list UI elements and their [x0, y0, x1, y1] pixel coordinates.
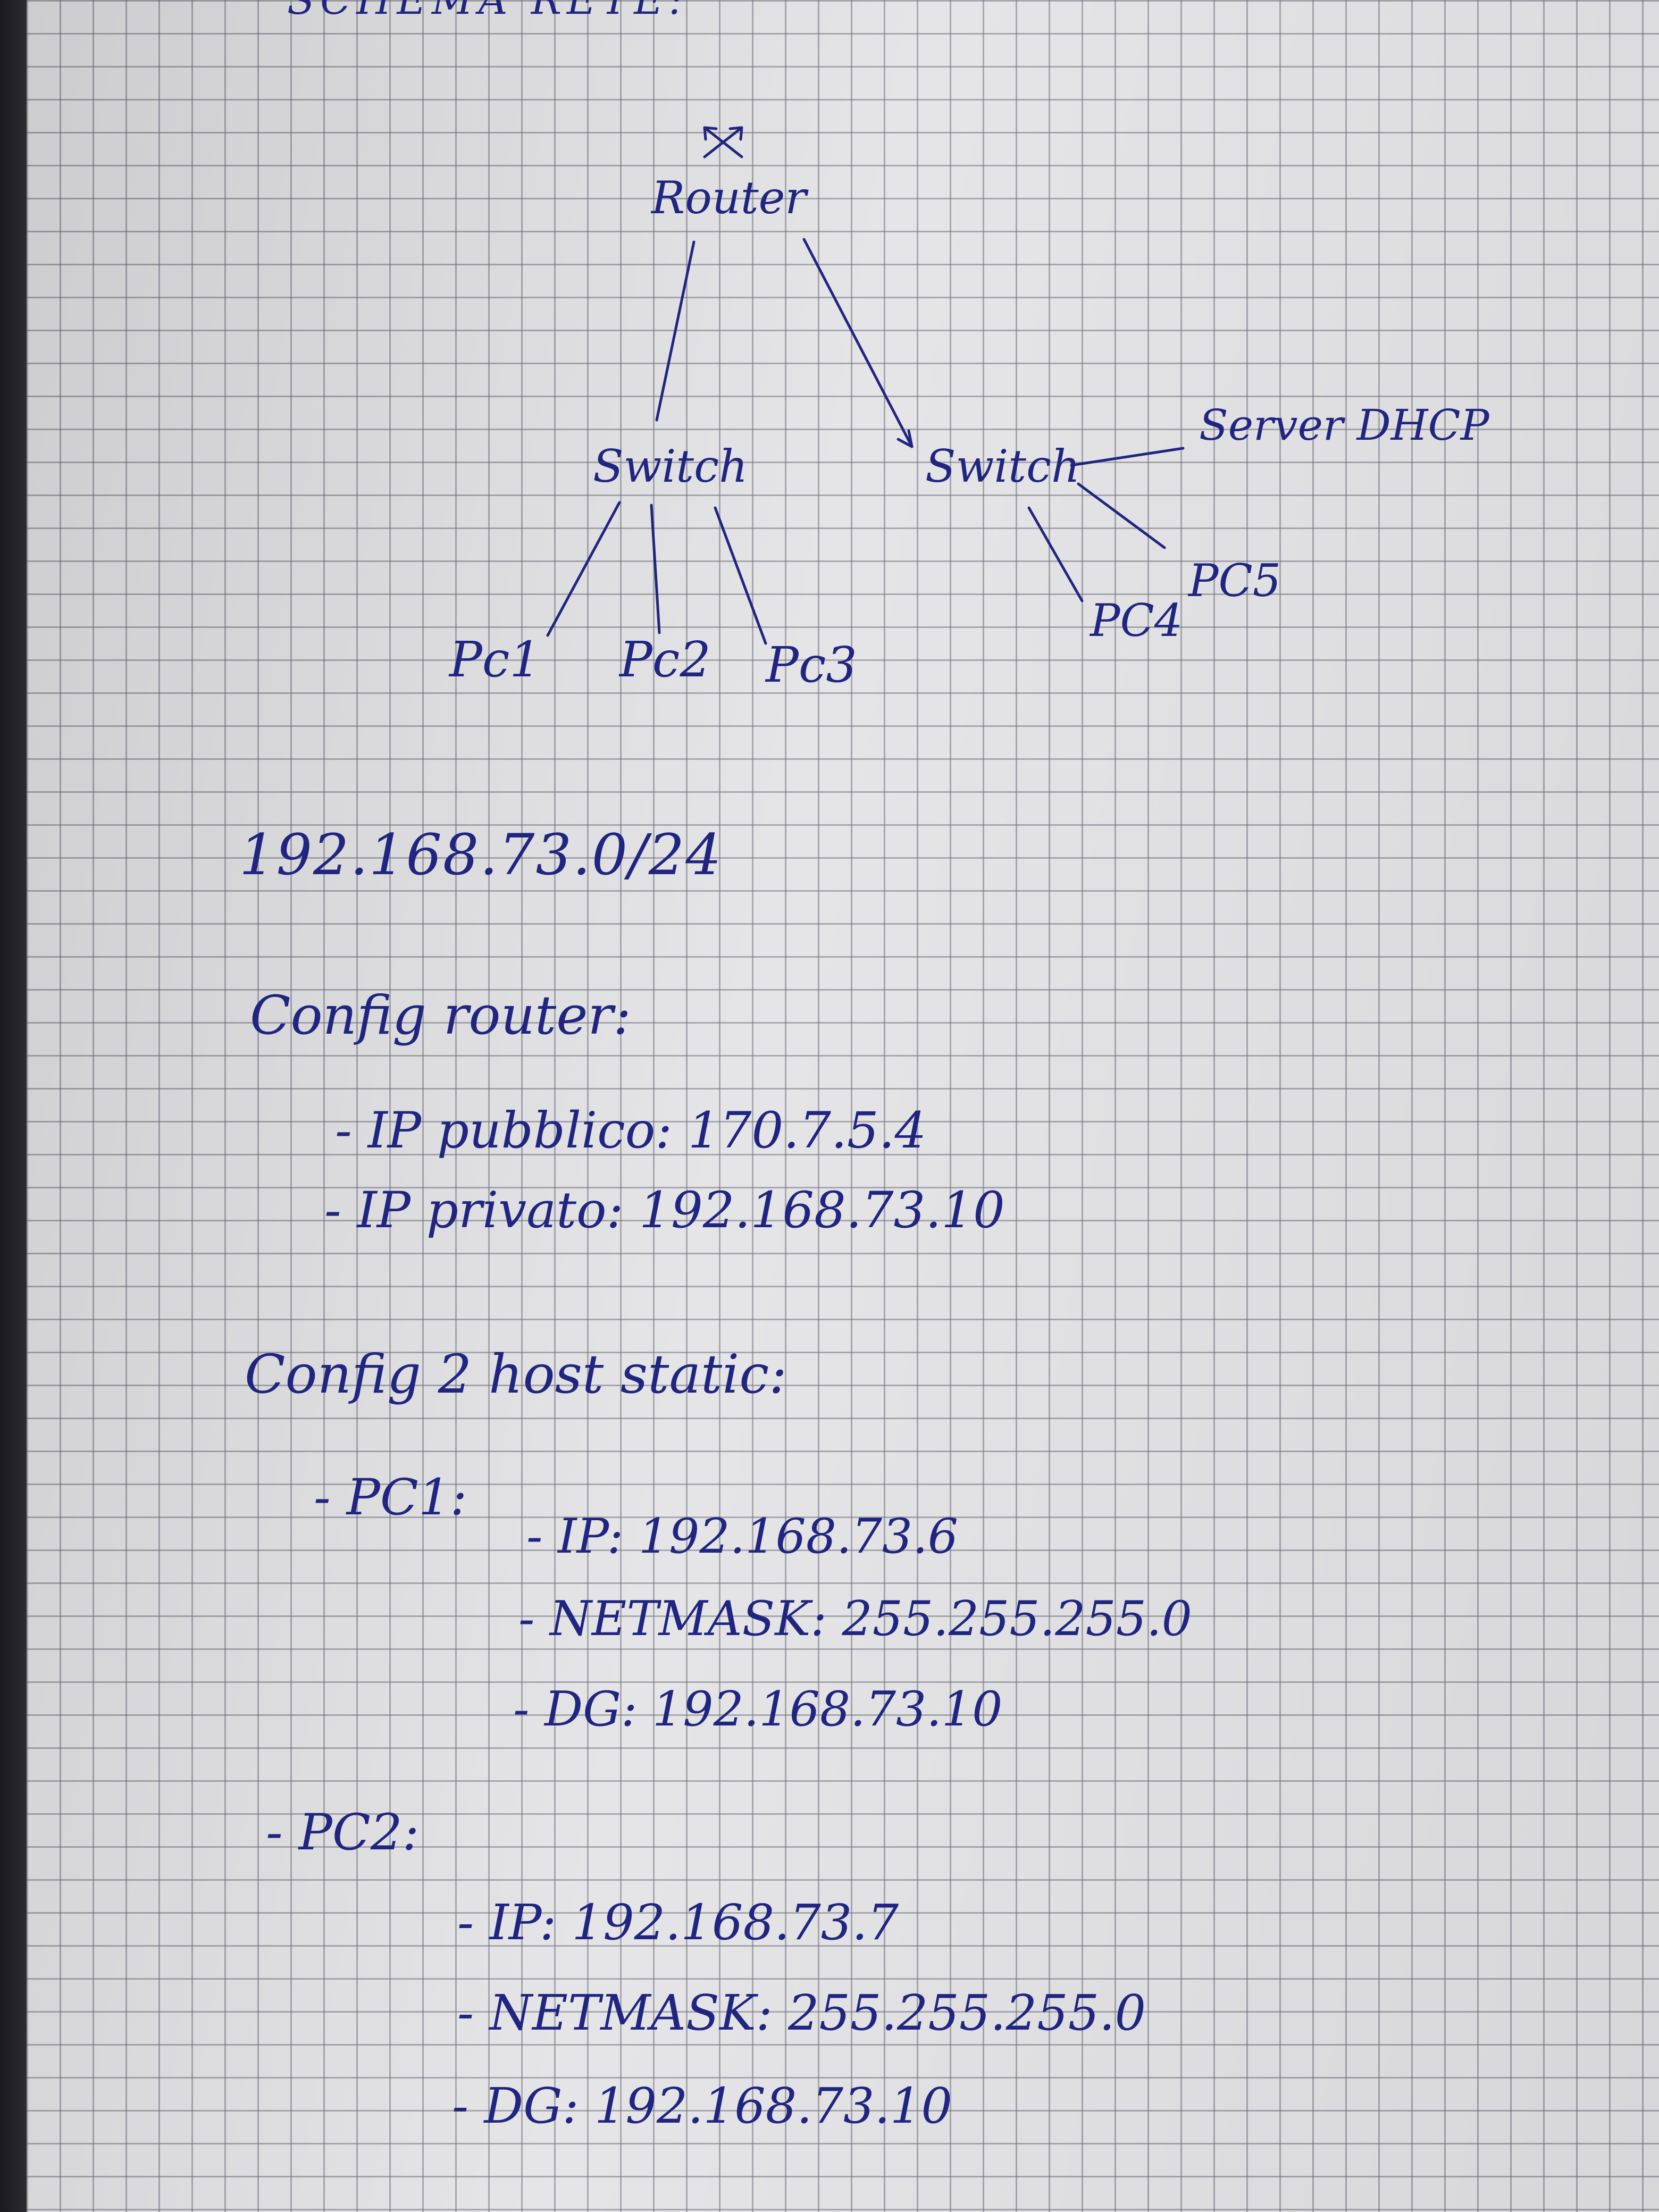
pc1-netmask: - NETMASK: 255.255.255.0 [518, 1591, 1192, 1647]
link-switch-pc5 [1077, 482, 1166, 549]
router-private-ip: - IP privato: 192.168.73.10 [324, 1182, 1005, 1239]
router-config-heading: Config router: [250, 984, 631, 1046]
pc2-netmask: - NETMASK: 255.255.255.0 [457, 1984, 1146, 2041]
pc3-label: Pc3 [766, 636, 857, 693]
link-router-switch-right [802, 238, 914, 448]
pc2-heading: - PC2: [266, 1804, 420, 1862]
link-switch-pc4 [1027, 506, 1084, 602]
router-icon [703, 126, 743, 158]
notebook-page [27, 0, 1659, 2212]
pc5-label: PC5 [1188, 555, 1281, 607]
switch-left-label: Switch [593, 440, 748, 492]
link-switch-pc2 [650, 504, 661, 634]
pc2-default-gateway: - DG: 192.168.73.10 [452, 2077, 952, 2134]
pc2-label: Pc2 [619, 631, 711, 688]
switch-right-label: Switch [925, 440, 1080, 492]
link-switch-server [1070, 447, 1185, 467]
link-switch-pc1 [546, 501, 621, 637]
hosts-config-heading: Config 2 host static: [245, 1343, 787, 1405]
pc1-default-gateway: - DG: 192.168.73.10 [513, 1681, 1003, 1737]
router-public-ip: - IP pubblico: 170.7.5.4 [335, 1102, 927, 1160]
pc2-ip: - IP: 192.168.73.7 [457, 1894, 899, 1951]
pc1-ip: - IP: 192.168.73.6 [526, 1509, 959, 1564]
network-address: 192.168.73.0/24 [239, 822, 723, 887]
pc1-heading: - PC1: [314, 1469, 467, 1527]
notebook-spine [0, 0, 27, 2212]
router-label: Router [651, 172, 807, 224]
server-dhcp-label: Server DHCP [1199, 400, 1489, 450]
link-switch-pc3 [714, 506, 767, 645]
pc4-label: PC4 [1090, 594, 1183, 647]
pc1-label: Pc1 [449, 631, 541, 688]
link-router-switch-left [655, 240, 696, 422]
page-title: SCHEMA RETE: [287, 0, 688, 20]
